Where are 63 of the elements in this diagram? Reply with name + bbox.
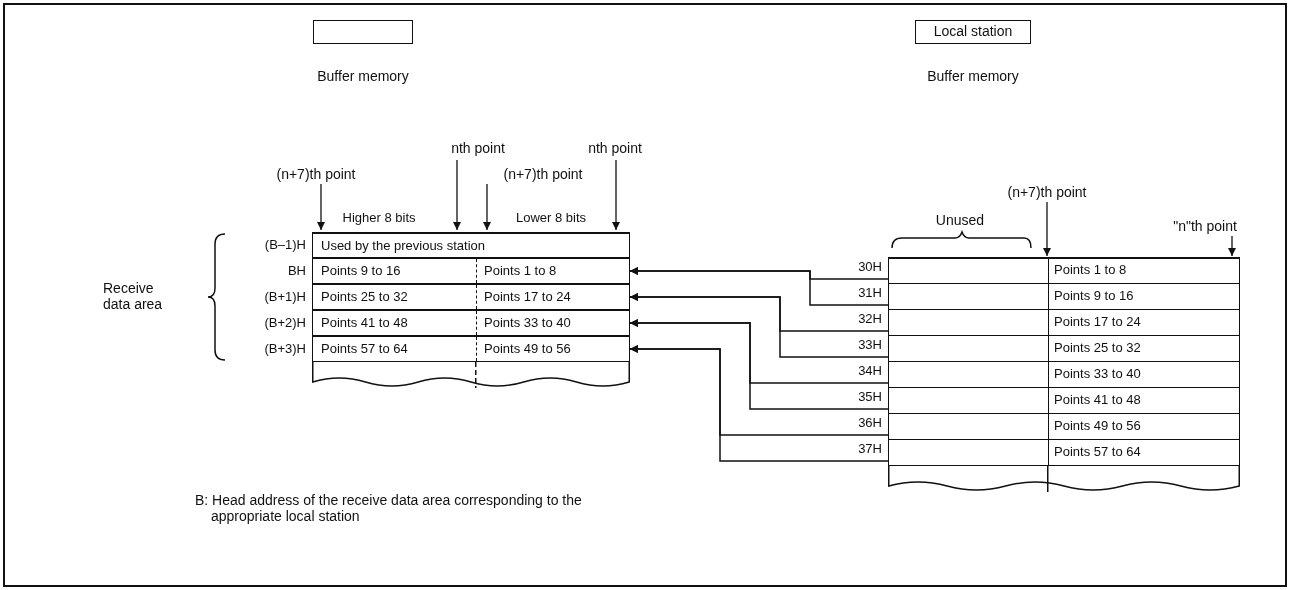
area-label: Receive data area (103, 280, 164, 312)
footnote: B: Head address of the receive data area corresponding to the appropriate local station (195, 492, 583, 524)
memory-contents: Points 25 to 32 (321, 288, 408, 306)
bit-position-label: (n+7)th point (1007, 184, 1087, 200)
memory-contents: Local station (932, 22, 1014, 41)
byte-label: Higher 8 bits (342, 210, 416, 226)
memory-contents: Points 9 to 16 (321, 262, 401, 280)
memory-row (888, 414, 1240, 440)
address-label: 30H (858, 259, 882, 275)
memory-contents: Points 17 to 24 (484, 288, 571, 306)
axis-heading: Buffer memory (927, 68, 1019, 84)
memory-contents: Points 41 to 48 (1054, 391, 1141, 409)
bit-position-label: nth point (588, 140, 642, 156)
memory-row (312, 258, 630, 284)
memory-contents: Points 1 to 8 (1054, 261, 1127, 279)
address-label: (B+1)H (264, 289, 306, 305)
byte-label: Lower 8 bits (515, 210, 587, 226)
address-label: (B–1)H (264, 237, 306, 253)
arrow (629, 319, 889, 410)
bit-position-label: (n+7)th point (276, 166, 356, 182)
area-label: Unused (935, 212, 985, 228)
memory-row (312, 284, 630, 310)
memory-contents: Points 41 to 48 (321, 314, 408, 332)
title-box (915, 20, 1031, 44)
memory-row (888, 310, 1240, 336)
memory-contents: Points 33 to 40 (484, 314, 571, 332)
memory-contents: Points 1 to 8 (484, 262, 557, 280)
memory-row (888, 258, 1240, 284)
address-label: 35H (858, 389, 882, 405)
memory-row (888, 284, 1240, 310)
address-label: 36H (858, 415, 882, 431)
memory-contents: Points 33 to 40 (1054, 365, 1141, 383)
memory-row (888, 362, 1240, 388)
memory-contents: Points 49 to 56 (484, 340, 571, 358)
axis-heading: Buffer memory (317, 68, 409, 84)
memory-row (888, 388, 1240, 414)
address-label: (B+2)H (264, 315, 306, 331)
memory-row (888, 440, 1240, 466)
memory-row (888, 336, 1240, 362)
arrow (629, 345, 889, 462)
memory-contents: Points 9 to 16 (1054, 287, 1134, 305)
memory-contents: Points 49 to 56 (1054, 417, 1141, 435)
address-label: 34H (858, 363, 882, 379)
address-label: 31H (858, 285, 882, 301)
address-label: BH (287, 263, 306, 279)
address-label: 37H (858, 441, 882, 457)
bit-position-label: nth point (451, 140, 505, 156)
memory-contents: Points 57 to 64 (1054, 443, 1141, 461)
memory-contents: Points 17 to 24 (1054, 313, 1141, 331)
memory-row (312, 232, 630, 258)
bit-position-label: (n+7)th point (503, 166, 583, 182)
address-label: 32H (858, 311, 882, 327)
arrow (629, 267, 889, 306)
memory-contents: Used by the previous station (321, 237, 486, 255)
bit-position-label: "n"th point (1173, 218, 1237, 234)
memory-row (312, 310, 630, 336)
memory-row (312, 336, 630, 362)
empty-title-box (313, 20, 413, 44)
arrow (629, 293, 889, 358)
memory-contents: Points 25 to 32 (1054, 339, 1141, 357)
address-label: 33H (858, 337, 882, 353)
memory-contents: Points 57 to 64 (321, 340, 408, 358)
address-label: (B+3)H (264, 341, 306, 357)
